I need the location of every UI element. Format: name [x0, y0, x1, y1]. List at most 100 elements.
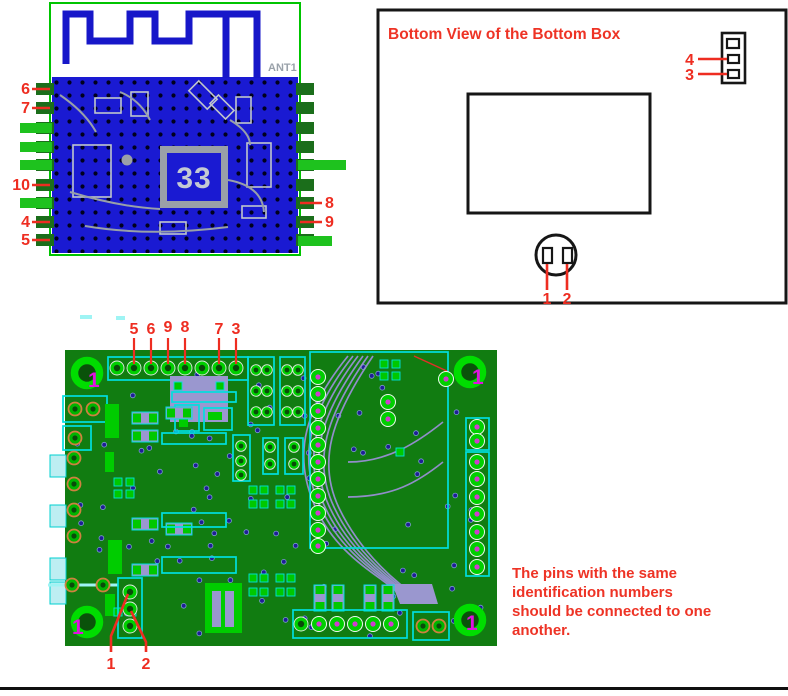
pin-label-7: 7 [21, 100, 30, 117]
connector-pin-label-4: 4 [685, 52, 694, 69]
via [453, 409, 460, 415]
edge-tab [49, 504, 67, 528]
via [180, 602, 187, 609]
bottom-box-art: Bottom View of the Bottom Box 4 3 1 2 [376, 8, 788, 308]
rf-cluster [170, 376, 237, 432]
via [356, 410, 363, 416]
bottom-box-title: Bottom View of the Bottom Box [388, 26, 621, 43]
via [400, 567, 406, 574]
pin-label-8: 8 [325, 195, 334, 212]
via [396, 610, 403, 616]
via [192, 462, 199, 469]
via [379, 384, 386, 391]
bottom-left-connector: 1 2 [48, 577, 151, 673]
via [206, 494, 213, 501]
pin-label-4: 4 [21, 214, 30, 231]
via [206, 435, 213, 442]
via [165, 543, 171, 550]
via [360, 450, 366, 456]
via [207, 542, 214, 549]
main-board-art: 1 1 1 1 5 6 9 8 7 3 [48, 315, 497, 673]
board-pin-label-7: 7 [215, 321, 224, 338]
via [101, 441, 107, 448]
rf-module-pcb-art: ANT1 [12, 2, 346, 256]
corner-mark: 1 [72, 616, 84, 639]
edge-tab [49, 557, 67, 581]
two-pin-plug: 1 2 [534, 233, 578, 308]
via [385, 444, 392, 450]
module-left-pin-labels: 6 7 10 4 5 [12, 81, 50, 249]
via [259, 597, 265, 604]
via [100, 504, 106, 511]
right-pad-columns [438, 371, 490, 577]
via [190, 506, 197, 513]
via [452, 492, 459, 499]
via [273, 530, 279, 537]
via [281, 559, 287, 565]
bottom-center-parts [205, 583, 450, 641]
trace-blob [392, 584, 438, 604]
via [98, 535, 105, 541]
via [449, 585, 455, 592]
bottom-divider [0, 687, 788, 690]
module-right-pin-labels: 8 9 [300, 195, 334, 231]
left-analog-section [62, 395, 237, 617]
edge-tab [49, 454, 67, 478]
via [176, 558, 183, 564]
via [211, 530, 218, 537]
dual-header-a [247, 356, 275, 426]
via [157, 468, 163, 475]
mounting-holes: 1 1 1 1 [70, 355, 487, 639]
via [126, 543, 132, 550]
antenna-trace [62, 10, 261, 78]
plug-pin-label-1: 1 [543, 291, 552, 308]
connection-note: The pins with the same identification nu… [512, 565, 712, 639]
inner-window-outline [466, 92, 652, 215]
via [198, 519, 205, 526]
silk-dash [116, 316, 125, 320]
via [78, 520, 84, 527]
via [405, 521, 411, 528]
via [350, 446, 357, 453]
via [368, 373, 375, 379]
board-pin-label-2: 2 [142, 656, 151, 673]
pin-label-10: 10 [12, 177, 30, 194]
antenna-ref-label: ANT1 [268, 62, 297, 74]
via [254, 427, 261, 434]
pin-label-5: 5 [21, 232, 30, 249]
connector-pin-label-3: 3 [685, 67, 694, 84]
via [130, 392, 136, 399]
via [203, 485, 210, 492]
board-pin-label-3: 3 [232, 321, 241, 338]
via [282, 617, 289, 623]
via [451, 562, 457, 569]
via [189, 433, 195, 439]
board-pin-label-9: 9 [164, 319, 173, 336]
via [154, 558, 161, 564]
chip-label: 33 [176, 162, 211, 195]
pin-label-9: 9 [325, 214, 334, 231]
via [418, 458, 424, 465]
board-pin-label-1: 1 [107, 656, 116, 673]
dual-header-b [279, 356, 306, 426]
silk-dash [80, 315, 92, 319]
corner-mark: 1 [472, 366, 484, 389]
board-pin-label-6: 6 [147, 321, 156, 338]
corner-mark: 1 [466, 612, 478, 635]
board-pin-label-8: 8 [181, 319, 190, 336]
via [227, 577, 234, 583]
red-trace [413, 355, 450, 373]
module-components: 33 [59, 79, 272, 235]
via [411, 572, 418, 579]
via [284, 494, 291, 500]
via [214, 471, 221, 477]
edge-tab [49, 581, 67, 605]
via [413, 430, 419, 436]
top-pin-labels: 5 6 9 8 7 3 [130, 319, 241, 364]
via [196, 577, 203, 584]
mid-pad-groups [232, 434, 304, 597]
via [148, 538, 155, 544]
three-pin-connector: 4 3 [685, 31, 747, 85]
pin-label-6: 6 [21, 81, 30, 98]
